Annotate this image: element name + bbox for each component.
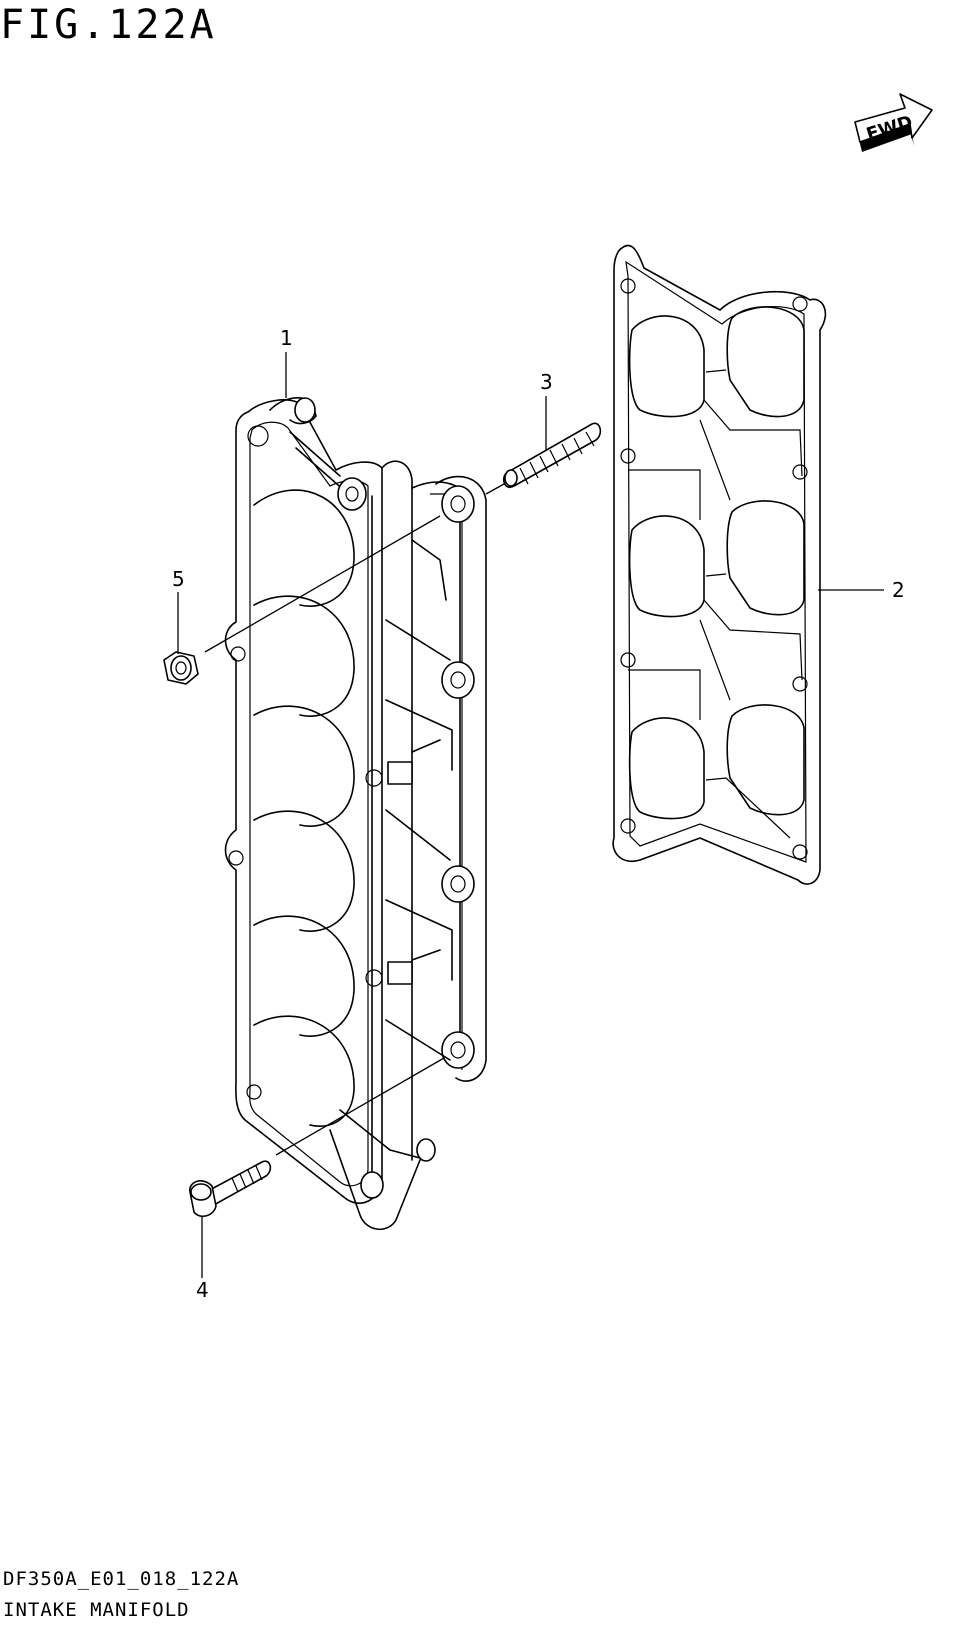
bolt-drawing: [189, 1160, 272, 1218]
gasket-drawing: [612, 244, 827, 885]
nut-drawing: [163, 651, 199, 685]
bolt-centerline: [275, 1057, 445, 1156]
callout-3[interactable]: 3: [540, 370, 553, 394]
intake-manifold-drawing: [224, 397, 487, 1230]
callout-1[interactable]: 1: [280, 326, 293, 350]
stud-drawing: [502, 422, 602, 489]
model-code: DF350A_E01_018_122A: [3, 1568, 240, 1590]
stud-centerline: [485, 483, 505, 495]
section-name: INTAKE MANIFOLD: [3, 1599, 190, 1621]
callout-4[interactable]: 4: [196, 1278, 209, 1302]
callout-5[interactable]: 5: [172, 567, 185, 591]
nut-centerline: [204, 515, 441, 653]
fwd-arrow-icon: FWD: [854, 93, 933, 152]
callout-2[interactable]: 2: [892, 578, 905, 602]
figure-title: FIG.122A: [0, 2, 217, 48]
